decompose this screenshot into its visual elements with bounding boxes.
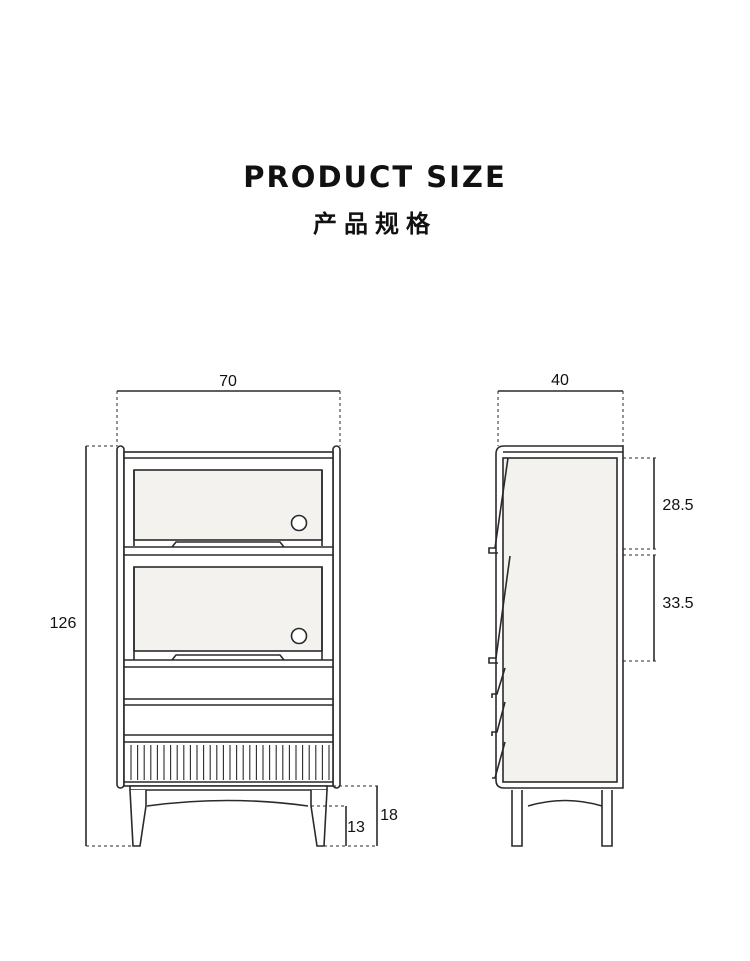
fluted-panel-grooves [130,745,330,780]
front-apron-curve [146,799,309,807]
middle-cable-hole [290,627,308,645]
front-right-leg [310,789,328,847]
front-base-rail [129,785,328,791]
side-panel [502,457,618,783]
front-left-post [116,445,125,789]
middle-handle [171,654,285,661]
upper-compartment-panel [133,469,323,541]
front-view [85,390,378,847]
side-drawer-2-profile [491,701,506,736]
upper-compartment-label: 28.5 [662,497,693,514]
base-height-label: 18 [380,807,398,824]
front-left-leg [129,789,147,847]
front-right-post [332,445,341,789]
side-apron-curve [527,799,603,807]
total-height-label: 126 [50,615,77,632]
side-back-leg [601,790,613,847]
page-title: PRODUCT SIZE [243,160,507,194]
side-middle-door-profile [488,555,511,664]
front-width-label: 70 [219,373,237,390]
side-depth-label: 40 [551,372,569,389]
page-subtitle: 产品规格 [313,210,437,238]
upper-cable-hole [290,514,308,532]
side-upper-door-profile [488,457,509,554]
side-view [488,390,656,847]
side-bottom-profile [492,741,506,779]
side-drawer-1-profile [491,667,506,698]
upper-handle [171,541,285,548]
middle-compartment-label: 33.5 [662,595,693,612]
leg-height-label: 13 [347,819,365,836]
side-front-leg [511,790,523,847]
